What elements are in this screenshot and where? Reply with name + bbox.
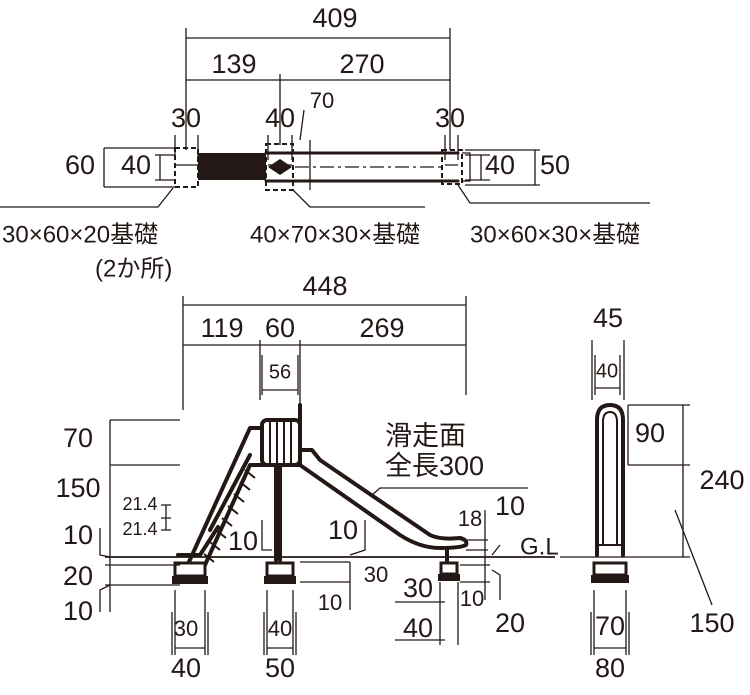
- dim-40-top: 40: [596, 360, 618, 382]
- footings: [172, 561, 460, 584]
- ground-label: G.L: [520, 533, 559, 560]
- dim-270: 270: [339, 49, 384, 79]
- dim-end-30: 30: [403, 573, 433, 603]
- dim-mid-10: 10: [328, 515, 358, 545]
- front-view: 45 40 90 240 150 70 80: [560, 303, 745, 683]
- dim-60: 60: [65, 150, 95, 180]
- dim-10-height: 10: [63, 520, 93, 550]
- dim-119: 119: [200, 313, 243, 343]
- dim-end-20: 20: [495, 608, 525, 638]
- center-footing-plan: [265, 143, 294, 191]
- side-view: 448 119 60 269 56 G.L 70 150 10 20 10 21…: [55, 271, 558, 683]
- dim-foot-l-40: 40: [171, 653, 201, 683]
- dim-70: 70: [310, 88, 334, 113]
- dim-30-left: 30: [171, 103, 201, 133]
- slide-surface: [298, 448, 469, 550]
- dim-70-front: 70: [595, 611, 625, 641]
- dim-240: 240: [699, 465, 744, 495]
- dim-80-front: 80: [595, 653, 625, 683]
- dim-20-height: 20: [63, 561, 93, 591]
- dim-end-10b: 10: [460, 586, 484, 611]
- dim-30-right: 30: [435, 103, 465, 133]
- dim-139: 139: [211, 49, 256, 79]
- dim-foot-l-30: 30: [174, 616, 198, 641]
- label-center-footing: 40×70×30×基礎: [250, 221, 420, 248]
- left-footing-plan: [174, 147, 199, 188]
- dim-409: 409: [312, 3, 357, 33]
- slide-label-length: 全長300: [385, 451, 484, 481]
- dim-40-center: 40: [265, 103, 295, 133]
- dim-40-right: 40: [485, 150, 515, 180]
- label-left-footing: 30×60×20基礎: [2, 221, 158, 248]
- dim-step-1: 21.4: [122, 494, 157, 514]
- dim-45: 45: [593, 303, 623, 333]
- dim-foot-c-40: 40: [268, 616, 292, 641]
- dim-40-left: 40: [121, 150, 151, 180]
- dim-448: 448: [302, 271, 347, 301]
- right-footing-plan: [441, 149, 463, 185]
- slide-label-surface: 滑走面: [385, 421, 466, 451]
- dim-70-height: 70: [63, 423, 93, 453]
- dim-56: 56: [269, 361, 291, 383]
- label-right-footing: 30×60×30×基礎: [470, 221, 640, 248]
- platform: [260, 418, 302, 467]
- dim-90: 90: [635, 418, 665, 448]
- dim-150-height: 150: [55, 473, 100, 503]
- dim-end-40: 40: [403, 613, 433, 643]
- dim-pole-10: 10: [228, 526, 258, 556]
- dim-step-2: 21.4: [122, 519, 157, 539]
- dim-mid-30: 30: [364, 562, 388, 587]
- dim-150-front: 150: [689, 608, 734, 638]
- dim-10b-height: 10: [63, 596, 93, 626]
- ladder-plan: [198, 153, 266, 180]
- dim-269: 269: [359, 313, 404, 343]
- dim-foot-c-50: 50: [265, 653, 295, 683]
- dim-50: 50: [540, 150, 570, 180]
- label-left-footing-count: (2か所): [95, 255, 172, 282]
- dim-60: 60: [265, 313, 295, 343]
- dim-mid-10b: 10: [318, 590, 342, 615]
- dim-end-18: 18: [458, 506, 482, 531]
- plan-view: 409 139 270 30 40 70 30 60 40 40 50 30×6…: [0, 3, 650, 282]
- dim-end-10: 10: [495, 491, 525, 521]
